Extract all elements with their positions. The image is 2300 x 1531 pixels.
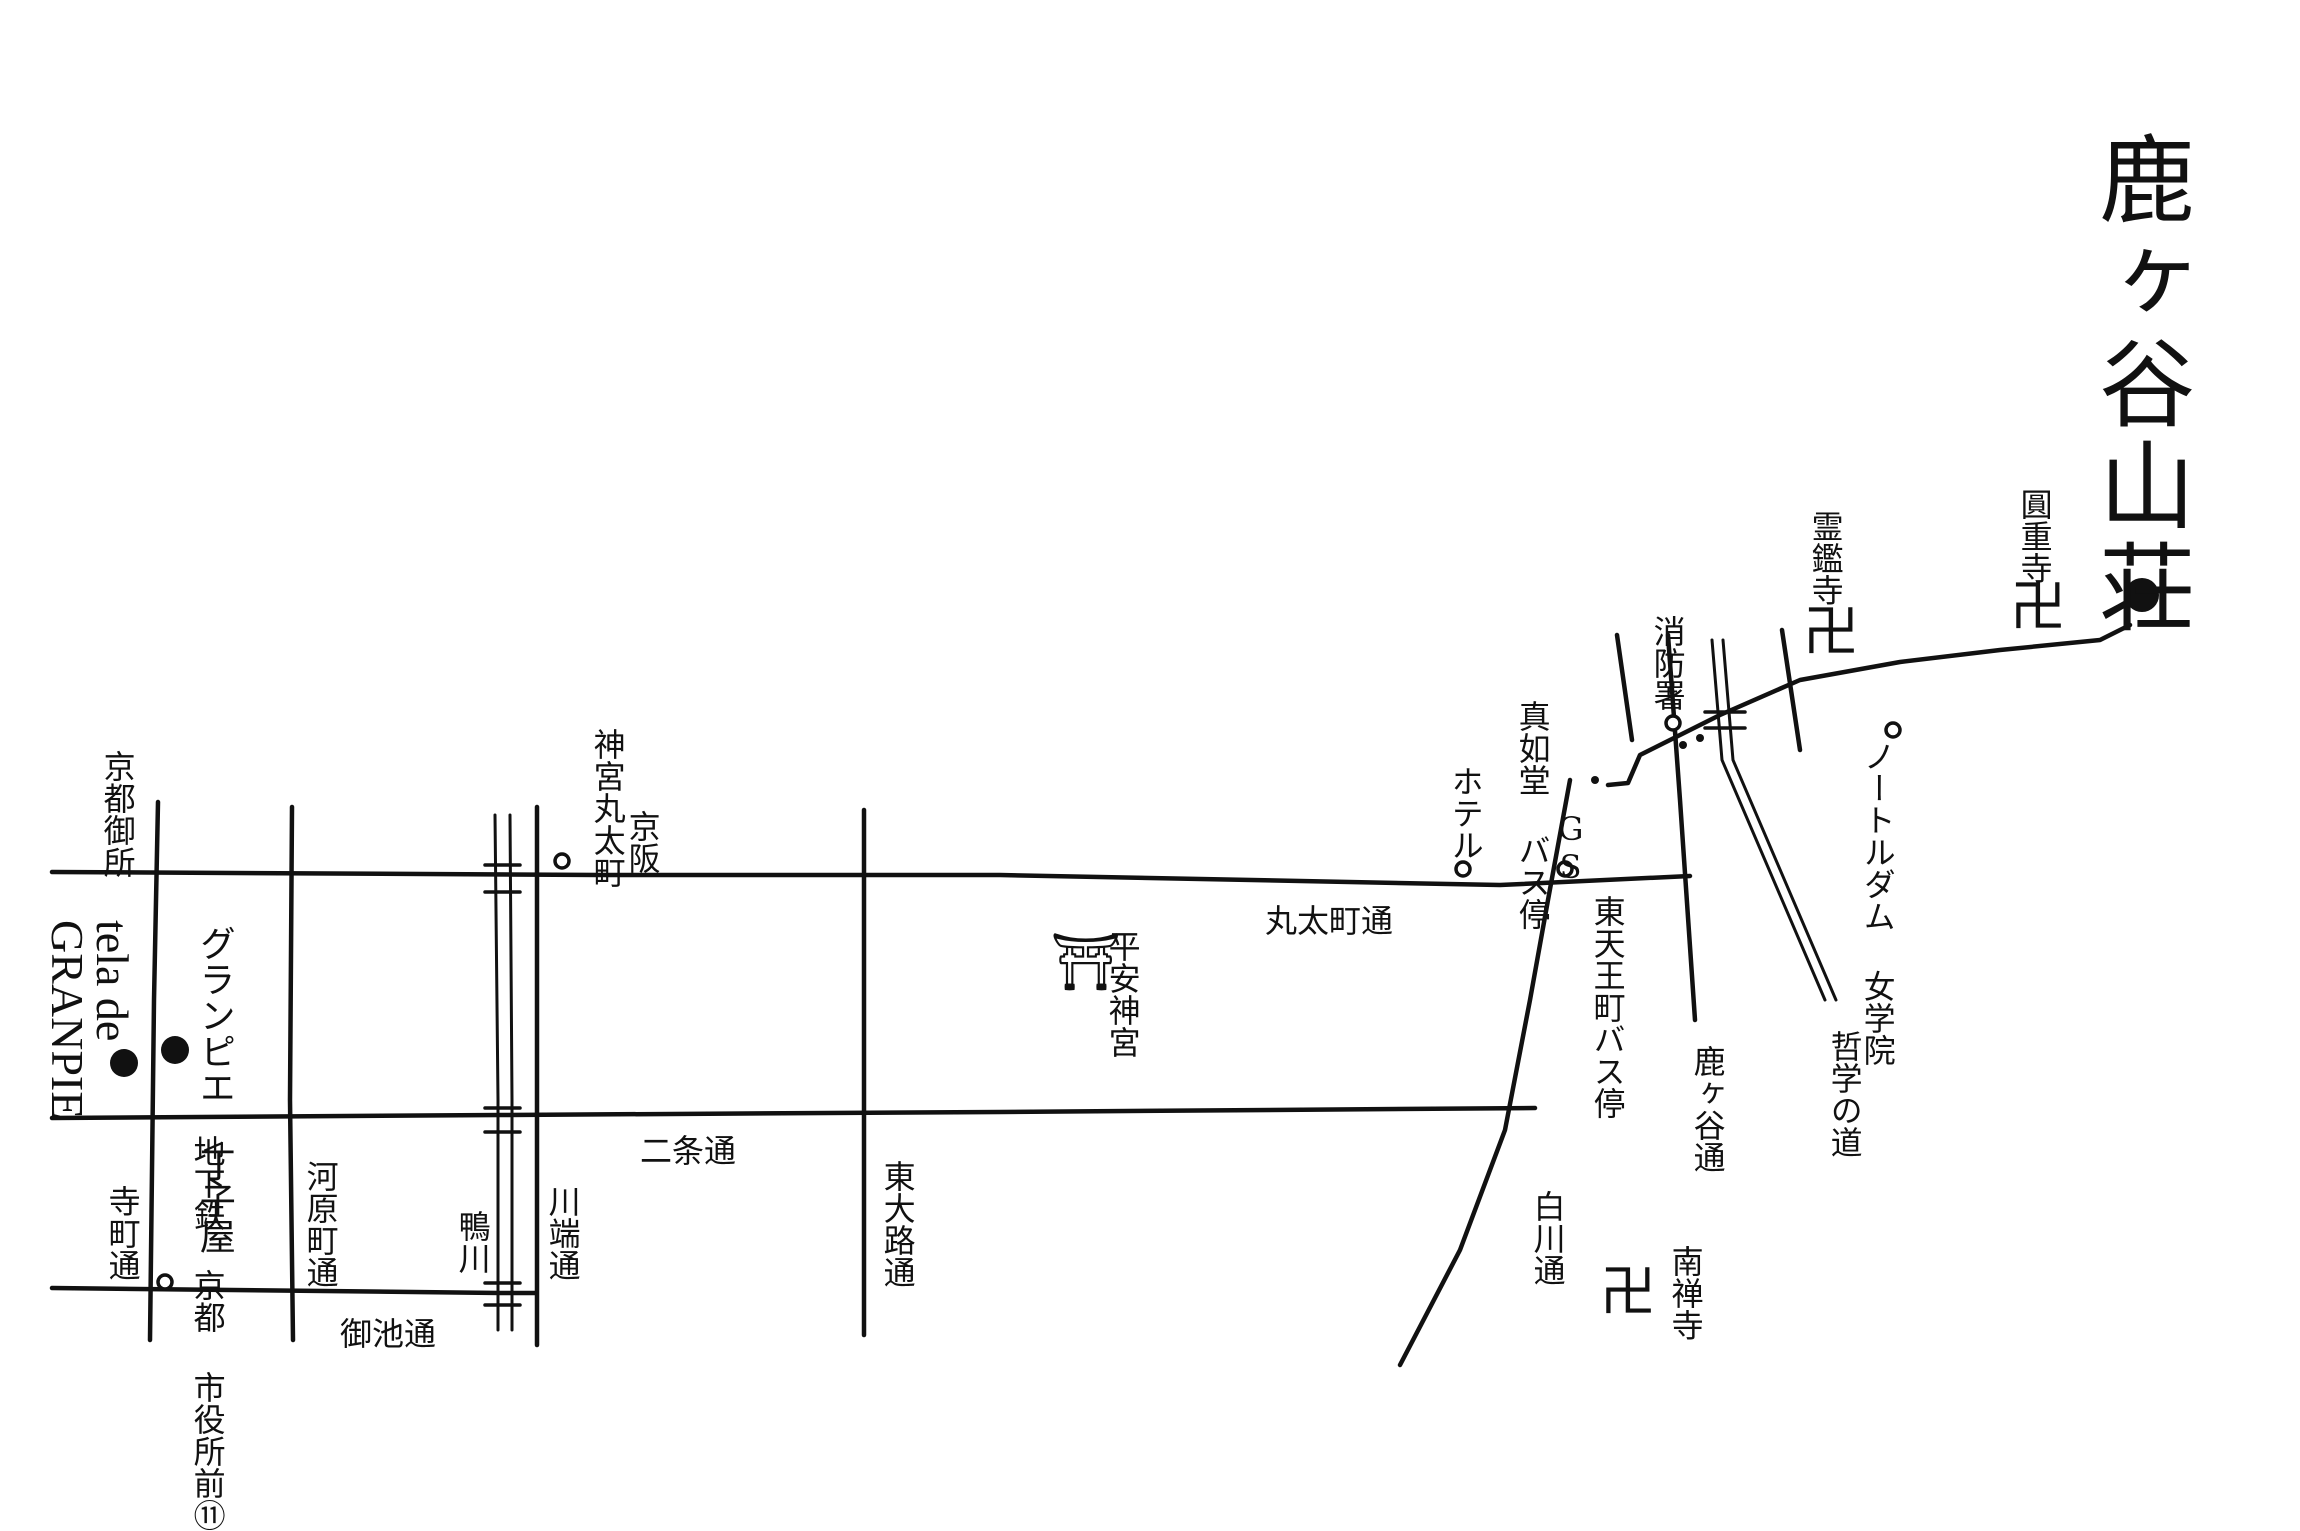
gs-point [1556, 860, 1574, 878]
label-kawaramachi: 河原町通 [301, 1160, 340, 1288]
label-shinnyodo: 真如堂 バス停 [1513, 700, 1552, 930]
label-higashitenno: 東天王町バス停 [1588, 895, 1627, 1119]
route-to-villa [1605, 622, 2133, 788]
station-shiyakusho [156, 1273, 174, 1291]
route-map [49, 578, 2159, 1368]
kamogawa-river-bank [508, 813, 514, 1332]
label-teramachi: 寺町通 [103, 1185, 142, 1281]
road-shirakawa [1397, 777, 1573, 1368]
label-shishigatani: 鹿ヶ谷通 [1688, 1045, 1727, 1173]
label-oike: 御池通 [340, 1315, 437, 1353]
label-kamogawa: 鴨川 [453, 1210, 492, 1274]
bridge-canal [1703, 710, 1747, 730]
road-kawaramachi [287, 804, 296, 1343]
label-granpie-choji: グランピエ 丁子屋 [193, 925, 235, 1254]
label-nijo: 二条通 [640, 1132, 737, 1170]
road-marutamachi [49, 869, 1693, 888]
label-reikanji: 霊鑑寺 [1806, 510, 1845, 606]
road-shishigatani [1665, 632, 1698, 1023]
label-gosho: 京都御所 [98, 750, 137, 878]
temple-icon-nanzenji: 卍 [1600, 1260, 1656, 1325]
label-nanzenji: 南禅寺 [1666, 1245, 1705, 1341]
label-kawabata: 川端通 [543, 1185, 582, 1281]
shrine-icon: ⛩ [1050, 930, 1122, 995]
dot-b [1696, 734, 1704, 742]
granpie-choji-dot [161, 1036, 189, 1064]
temple-icon-enjuji: 卍 [2010, 575, 2066, 640]
road-cross-a [1614, 632, 1635, 743]
philosophers-path-bank [1721, 638, 1838, 1002]
hotel-point [1454, 860, 1472, 878]
label-gs: GS [1551, 810, 1590, 886]
road-oike [49, 1285, 538, 1296]
label-granpie-tela: tela de [87, 920, 138, 1042]
granpie-dot [110, 1049, 138, 1077]
destination-dot [2125, 578, 2159, 612]
fire-station-point [1664, 714, 1682, 732]
label-jingu-station: 神宮丸太町 [588, 728, 627, 888]
kamogawa-river [493, 813, 500, 1332]
label-hotel: ホテル [1446, 765, 1485, 861]
label-shobo: 消防署 [1648, 615, 1687, 711]
bridge-marutamachi [483, 863, 522, 894]
label-heian: 平安神宮 [1103, 930, 1142, 1058]
philosophers-path [1710, 638, 1827, 1002]
label-keihan: 京阪 [623, 810, 662, 874]
label-shirakawa: 白川通 [1528, 1190, 1567, 1286]
temple-icon-reikanji: 卍 [1803, 600, 1859, 665]
notredame-point [1884, 721, 1902, 739]
road-nijo [49, 1105, 1538, 1121]
road-cross-b [1779, 627, 1803, 753]
station-jingu-marutamachi [553, 852, 571, 870]
label-higashioji: 東大路通 [878, 1160, 917, 1288]
dot-a [1679, 741, 1687, 749]
bridge-nijo [483, 1106, 522, 1134]
villa-title: 鹿ヶ谷山荘 [2082, 130, 2195, 640]
road-teramachi [147, 799, 161, 1343]
label-enjuji: 圓重寺 [2015, 488, 2054, 584]
label-subway: 地下鉄 京都 市役所前⑪ [188, 1135, 227, 1531]
label-marutamachi: 丸太町通 [1265, 902, 1394, 940]
label-notredame: ノートルダム 女学院 [1858, 740, 1897, 1066]
shinnyodo-bus-stop [1591, 776, 1599, 784]
bridge-oike [483, 1281, 522, 1307]
label-granpie-name: GRANPIE [42, 920, 93, 1120]
label-tetsugaku: 哲学の道 [1825, 1030, 1864, 1158]
